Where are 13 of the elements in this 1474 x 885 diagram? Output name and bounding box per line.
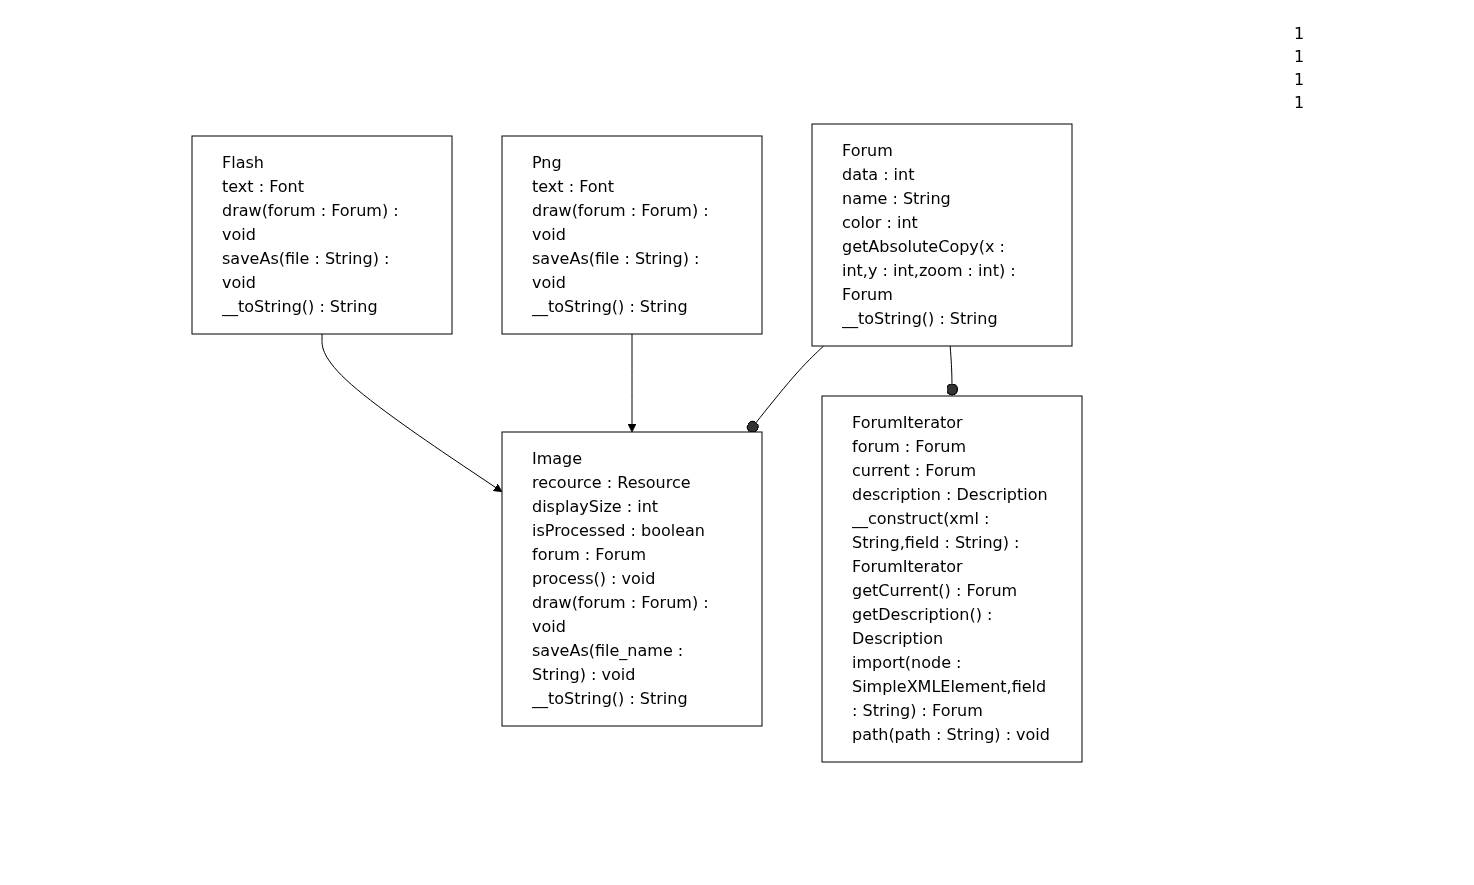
connector (746, 345, 825, 433)
arrow (627, 333, 637, 432)
node-box: Image recource : Resource displaySize : int isProcessed : boolean forum : Forum process() : void draw(forum : Forum) : void saveAs(file_name : String) : void __toString() : String (501, 431, 763, 726)
multiplicity-label: 1 (1294, 70, 1306, 89)
multiplicity-label: 1 (1294, 47, 1306, 66)
arrow (321, 333, 503, 492)
node-box: Flash text : Font draw(forum : Forum) : void saveAs(file : String) : void __toString() : String (191, 135, 453, 334)
multiplicity-label: 1 (1294, 93, 1306, 112)
node-box: ForumIterator forum : Forum current : Forum description : Description __construct(xml : String,field : String) : ForumIterator getCurrent() : Forum getDescription() : Description import(node : SimpleXMLElement,field : String) : Forum path(path : String) : void (821, 395, 1083, 762)
node-box: Forum data : int name : String color : int getAbsoluteCopy(x : int,y : int,zoom : int) : Forum __toString() : String (811, 123, 1073, 346)
multiplicity-label: 1 (1294, 24, 1306, 43)
node-box: Png text : Font draw(forum : Forum) : void saveAs(file : String) : void __toString() : String (501, 135, 763, 334)
connector (945, 345, 959, 396)
